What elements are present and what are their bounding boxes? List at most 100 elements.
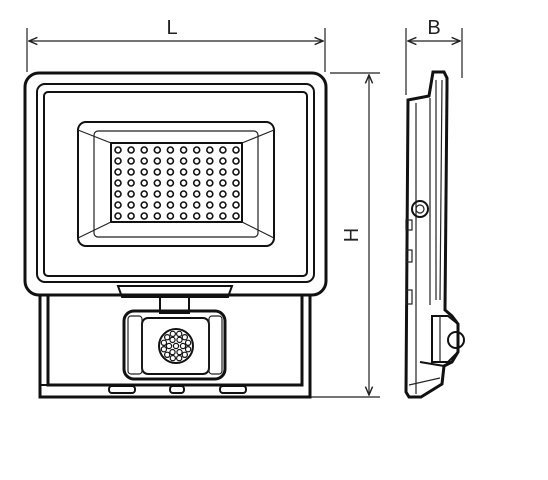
led-dot: [114, 212, 122, 220]
led-dot: [166, 157, 175, 165]
pir-cell: [169, 348, 176, 356]
led-dot: [179, 179, 188, 187]
pir-cell: [184, 346, 192, 353]
led-dot: [153, 157, 162, 165]
led-dot: [232, 168, 240, 176]
front-view: [23, 71, 328, 399]
led-dot: [127, 168, 135, 176]
led-dot: [127, 179, 135, 187]
led-dot: [179, 201, 188, 209]
pir-cell: [175, 354, 183, 362]
led-dot: [114, 201, 122, 209]
led-dot: [114, 179, 122, 187]
led-dot: [206, 190, 214, 198]
led-dot: [206, 212, 214, 220]
led-panel: [110, 142, 243, 223]
led-dot: [140, 212, 148, 220]
pir-sensor-lens: [158, 328, 194, 364]
led-dot: [153, 190, 162, 198]
pir-cell: [160, 346, 168, 353]
dimension-height: H: [310, 72, 380, 398]
led-dot: [166, 146, 175, 154]
width-label: B: [427, 17, 440, 39]
led-dot: [140, 201, 148, 209]
led-dot: [192, 212, 201, 220]
led-array: [114, 146, 240, 220]
led-dot: [232, 157, 240, 165]
pir-cell: [169, 330, 176, 338]
led-dot: [140, 146, 148, 154]
led-dot: [127, 212, 135, 220]
led-dot: [114, 190, 122, 198]
led-dot: [166, 179, 175, 187]
led-dot: [153, 168, 162, 176]
led-dot: [192, 157, 201, 165]
housing-frame: [36, 83, 315, 283]
led-dot: [232, 212, 240, 220]
led-dot: [153, 146, 162, 154]
dimension-length: L: [26, 17, 326, 72]
led-dot: [153, 179, 162, 187]
pir-cell: [169, 336, 176, 344]
led-dot: [192, 201, 201, 209]
led-dot: [114, 168, 122, 176]
led-dot: [206, 157, 214, 165]
mount-tab: [116, 285, 234, 298]
led-dot: [206, 201, 214, 209]
led-dot: [232, 179, 240, 187]
reflector-inner: [93, 130, 259, 238]
pir-cell: [181, 334, 188, 341]
length-label: L: [166, 17, 177, 39]
sensor-housing: [122, 309, 227, 381]
led-dot: [140, 179, 148, 187]
led-dot: [232, 190, 240, 198]
led-dot: [127, 157, 135, 165]
led-dot: [140, 190, 148, 198]
pir-cell: [172, 342, 180, 350]
reflector-outer: [77, 121, 275, 247]
led-dot: [206, 179, 214, 187]
led-dot: [219, 146, 227, 154]
pir-cell: [181, 351, 188, 358]
led-dot: [179, 212, 188, 220]
side-sensor: [431, 315, 459, 363]
side-view: [404, 70, 465, 399]
dimension-width: B: [405, 17, 463, 95]
bracket-slot-left: [108, 385, 136, 394]
pir-cell: [163, 334, 171, 341]
led-dot: [166, 212, 175, 220]
pir-lens-cells: [160, 330, 192, 362]
led-dot: [127, 146, 135, 154]
led-dot: [192, 168, 201, 176]
led-dot: [114, 157, 122, 165]
pir-cell: [179, 342, 187, 350]
bracket-slot-right: [219, 385, 247, 394]
led-dot: [232, 146, 240, 154]
led-dot: [140, 157, 148, 165]
led-dot: [127, 190, 135, 198]
bracket-slot-center: [169, 385, 185, 394]
led-dot: [153, 201, 162, 209]
led-dot: [192, 179, 201, 187]
led-dot: [166, 201, 175, 209]
led-dot: [219, 201, 227, 209]
housing-outer: [23, 71, 328, 297]
sensor-neck: [159, 296, 190, 314]
led-dot: [206, 146, 214, 154]
pir-cell: [176, 336, 183, 344]
led-dot: [179, 168, 188, 176]
led-dot: [179, 190, 188, 198]
led-dot: [192, 146, 201, 154]
led-dot: [140, 168, 148, 176]
pir-cell: [175, 330, 183, 338]
led-dot: [206, 168, 214, 176]
led-dot: [166, 190, 175, 198]
led-dot: [114, 146, 122, 154]
pir-cell: [176, 348, 183, 356]
led-dot: [219, 179, 227, 187]
led-dot: [219, 168, 227, 176]
led-dot: [179, 157, 188, 165]
pir-cell: [163, 351, 171, 358]
pir-cell: [160, 339, 168, 346]
